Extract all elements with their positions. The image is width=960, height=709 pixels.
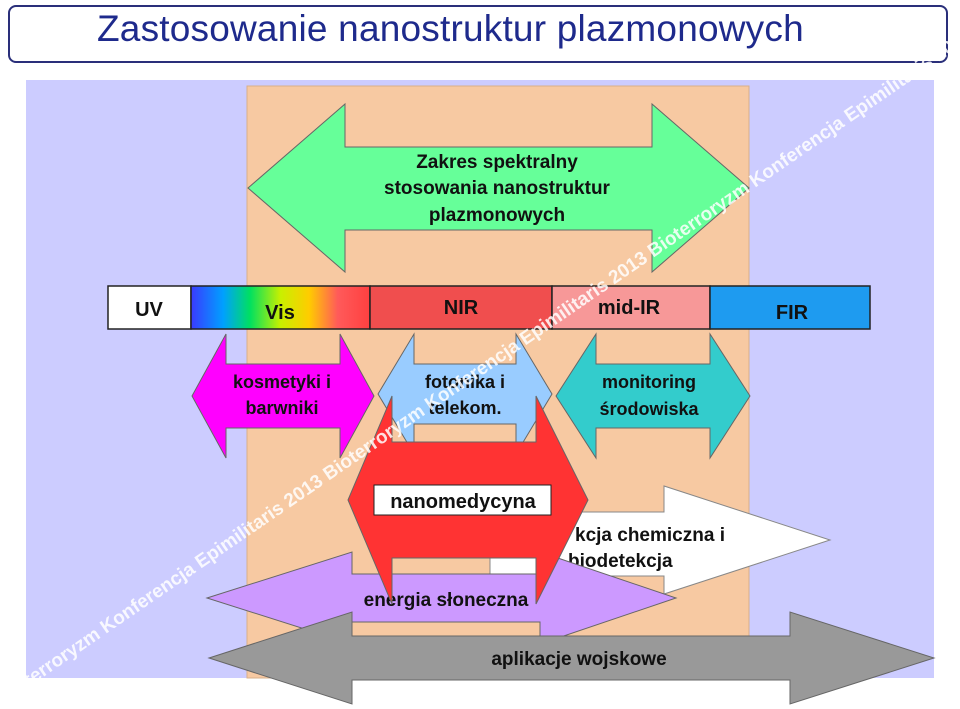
band-mid-ir <box>551 285 711 330</box>
military-arrow <box>207 611 936 705</box>
band-mid-ir-label: mid-IR <box>598 297 661 319</box>
photonics-arrow <box>377 332 553 456</box>
band-uv-label: UV <box>135 299 163 321</box>
detection-label-line1: kcja chemiczna i <box>575 525 725 546</box>
band-nir-label: NIR <box>444 297 479 319</box>
photonics-label-line2: telekom. <box>428 398 501 418</box>
cosmetics-arrow <box>191 333 375 459</box>
title-bar <box>8 5 948 63</box>
spectral-range-label-line2: stosowania nanostruktur <box>384 178 611 199</box>
monitoring-label-line2: środowiska <box>599 399 699 419</box>
nanomedicine-label-box <box>373 484 552 516</box>
cosmetics-label-line2: barwniki <box>245 398 318 418</box>
band-fir-label: FIR <box>776 302 809 324</box>
solar-energy-label: energia słoneczna <box>364 590 529 611</box>
military-label: aplikacje wojskowe <box>491 649 666 670</box>
photonics-label-line1: fotonika i <box>425 372 505 392</box>
band-vis-label: Vis <box>265 302 295 324</box>
monitoring-arrow <box>555 332 751 460</box>
page-title: Zastosowanie nanostruktur plazmonowych <box>97 8 804 49</box>
spectral-range-label-line3: plazmonowych <box>429 205 565 226</box>
band-fir <box>709 285 871 330</box>
spectral-range-arrow <box>247 102 750 274</box>
cosmetics-label-line1: kosmetyki i <box>233 372 331 392</box>
spectral-range-label-line1: Zakres spektralny <box>416 152 578 173</box>
detection-label-line2: biodetekcja <box>568 551 673 572</box>
nanomedicine-label: nanomedycyna <box>390 491 536 513</box>
monitoring-label-line1: monitoring <box>602 372 696 392</box>
